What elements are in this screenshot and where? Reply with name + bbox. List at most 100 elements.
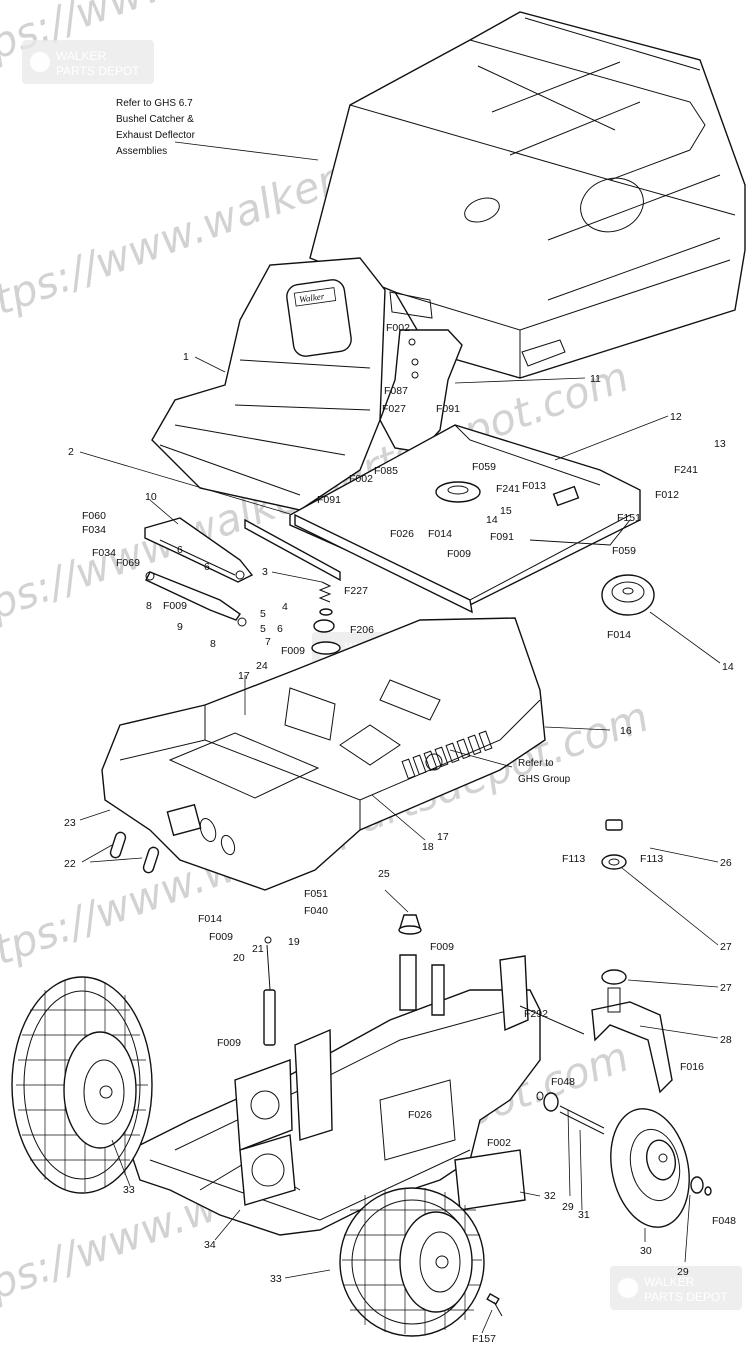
callout-label: F013 (522, 480, 546, 492)
callout-label: F026 (390, 528, 414, 540)
callout-label: 4 (282, 601, 288, 613)
callout-label: F002 (487, 1137, 511, 1149)
callout-label: 30 (640, 1245, 652, 1257)
callout-label: F059 (612, 545, 636, 557)
callout-label: 20 (233, 952, 245, 964)
bushel-catcher (309, 11, 746, 379)
callout-label: 25 (378, 868, 390, 880)
callout-label: F048 (551, 1076, 575, 1088)
note-catcher: Refer to GHS 6.7 Bushel Catcher & Exhaus… (116, 98, 196, 157)
drive-tire-left (11, 976, 153, 1194)
callout-label: F091 (490, 531, 514, 543)
callout-label: F060 (82, 510, 106, 522)
callout-label: F034 (82, 524, 106, 536)
callout-label: 3 (262, 566, 268, 578)
callout-label: 10 (145, 491, 157, 503)
callout-label: 17 (437, 831, 449, 843)
belt-loops (109, 831, 160, 874)
callout-label: 8 (146, 600, 152, 612)
callout-label: 2 (68, 446, 74, 458)
callout-label: F034 (92, 547, 116, 559)
callout-label: 27 (720, 982, 732, 994)
callout-label: 29 (562, 1201, 574, 1213)
callout-label: 33 (270, 1273, 282, 1285)
drive-tire-right (339, 1187, 485, 1337)
callout-label: 13 (714, 438, 726, 450)
spring-stack (311, 581, 341, 655)
svg-text:PARTS DEPOT: PARTS DEPOT (644, 1290, 728, 1304)
caster-parts (519, 819, 673, 1094)
callout-label: 14 (722, 661, 734, 673)
callout-label: F087 (384, 385, 408, 397)
callout-label: 32 (544, 1190, 556, 1202)
note-ghs: Refer to GHS Group (518, 758, 571, 785)
callout-label: 33 (123, 1184, 135, 1196)
logo-top-left: WALKER PARTS DEPOT (22, 40, 154, 84)
callout-label: F059 (472, 461, 496, 473)
callout-label: 21 (252, 943, 264, 955)
callout-label: F048 (712, 1215, 736, 1227)
callout-label: F069 (116, 557, 140, 569)
callout-label: F009 (281, 645, 305, 657)
callout-label: F012 (655, 489, 679, 501)
callout-label: F113 (562, 853, 585, 865)
callout-label: F241 (674, 464, 698, 476)
callout-label: 16 (620, 725, 632, 737)
callout-label: 6 (277, 623, 283, 635)
callout-label: F002 (386, 322, 410, 334)
callout-label: F009 (447, 548, 471, 560)
note-line: Refer to (518, 758, 554, 769)
callout-label: 26 (720, 857, 732, 869)
callout-label: 28 (720, 1034, 732, 1046)
main-frame (129, 954, 541, 1236)
callout-label: F014 (198, 913, 222, 925)
knob (398, 914, 422, 935)
svg-text:WALKER: WALKER (56, 49, 107, 63)
callout-label: F014 (428, 528, 452, 540)
callout-label: 14 (486, 514, 498, 526)
callout-label: 7 (265, 636, 271, 648)
svg-text:WALKER: WALKER (644, 1275, 695, 1289)
callout-label: 19 (288, 936, 300, 948)
callout-label: 6 (177, 544, 183, 556)
callout-label: 5 (260, 623, 266, 635)
callout-label: 17 (238, 670, 250, 682)
note-line: Refer to GHS 6.7 (116, 98, 193, 109)
callout-label: F040 (304, 905, 328, 917)
bolt (486, 1292, 503, 1317)
axle-parts (536, 1091, 712, 1196)
idler-pulley (601, 574, 655, 616)
callout-label: F051 (304, 888, 328, 900)
leader-lines (79, 141, 721, 1334)
callout-label: 9 (177, 621, 183, 633)
callout-label: 24 (256, 660, 268, 672)
callout-label: F002 (349, 473, 373, 485)
callout-label: F227 (344, 585, 368, 597)
callout-label: 22 (64, 858, 76, 870)
callout-label: 11 (590, 373, 601, 385)
callout-layer: F002 F087 F027 F091 1 11 12 2 F059 F241 … (64, 322, 736, 1345)
callout-label: 6 (204, 561, 210, 573)
logo-bottom-right: WALKER PARTS DEPOT (610, 1266, 742, 1310)
callout-label: 34 (204, 1239, 216, 1251)
note-line: Exhaust Deflector (116, 130, 196, 141)
callout-label: 5 (260, 608, 266, 620)
callout-label: F157 (472, 1333, 496, 1345)
callout-label: 27 (720, 941, 732, 953)
callout-label: 23 (64, 817, 76, 829)
note-line: Assemblies (116, 146, 167, 157)
seat-brand-label: Walker (299, 291, 326, 304)
callout-label: F091 (436, 403, 460, 415)
callout-label: F113 (640, 853, 663, 865)
callout-label: 18 (422, 841, 434, 853)
callout-label: F091 (317, 494, 341, 506)
callout-label: F016 (680, 1061, 704, 1073)
grille (401, 730, 493, 780)
callout-label: F009 (209, 931, 233, 943)
callout-label: F292 (524, 1008, 548, 1020)
callout-label: F009 (430, 941, 454, 953)
callout-label: 31 (578, 1209, 590, 1221)
callout-label: 1 (183, 351, 189, 363)
callout-label: F151 (617, 512, 641, 524)
